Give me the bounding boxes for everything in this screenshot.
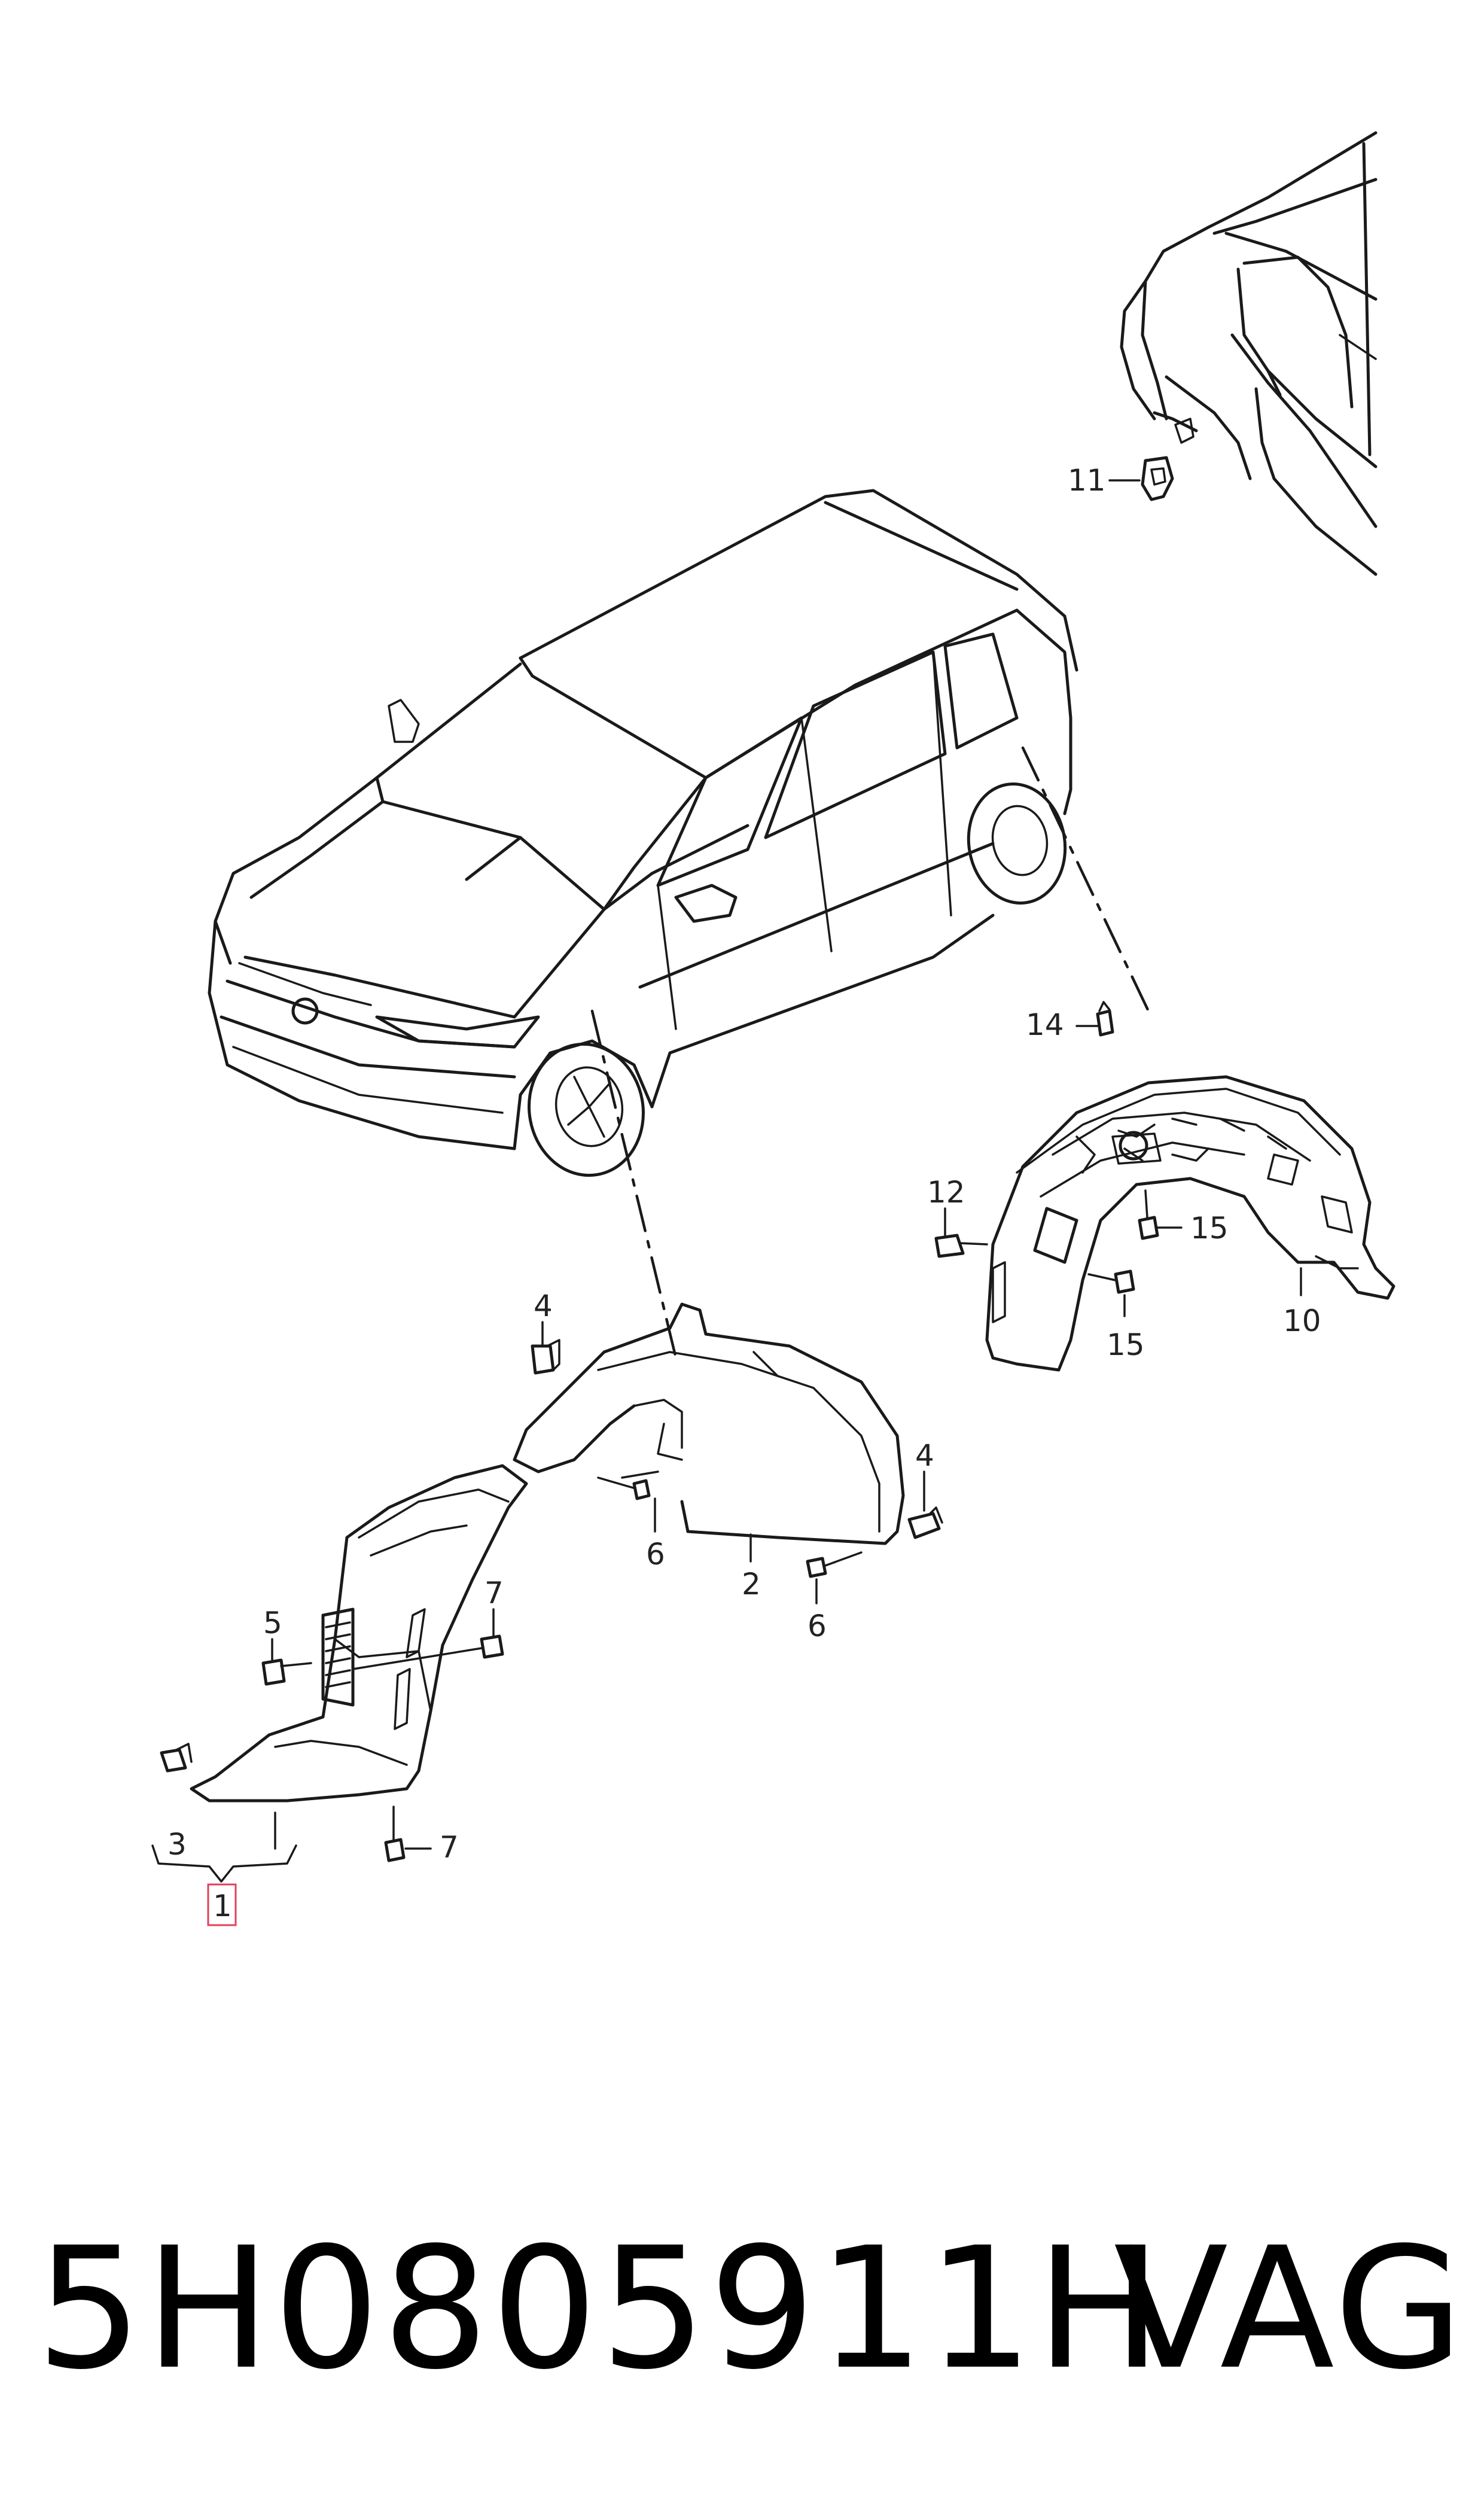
- callout-15a: 15: [1190, 1211, 1229, 1246]
- clip-part-14: [1075, 1001, 1114, 1037]
- callout-14: 14: [1026, 1007, 1064, 1042]
- clip-part-4-left: [531, 1339, 560, 1375]
- callout-7a: 7: [484, 1576, 504, 1610]
- callout-11: 11: [1068, 463, 1106, 498]
- brand-label: VAG: [1113, 2212, 1466, 2407]
- wheel-liner-part-2: [513, 1302, 905, 1545]
- wheel-liner-part-1: [190, 1464, 528, 1803]
- part-number: 5H0805911H: [36, 2212, 1165, 2407]
- callout-3: 3: [167, 1827, 187, 1862]
- callout-7b: 7: [440, 1830, 459, 1865]
- clip-part-4-right: [907, 1506, 943, 1539]
- callout-6b: 6: [807, 1609, 827, 1643]
- screw-part-15-upper: [1138, 1189, 1183, 1240]
- callout-1: 1: [213, 1889, 232, 1923]
- callout-10: 10: [1283, 1304, 1321, 1338]
- callout-4a: 4: [534, 1289, 553, 1323]
- screw-part-15-lower: [1087, 1269, 1135, 1294]
- callout-1-highlight-box: [207, 1883, 237, 1926]
- screw-part-6-left: [597, 1476, 651, 1500]
- rear-corner-inset: [1120, 131, 1378, 576]
- clip-part-11: [1108, 456, 1174, 501]
- footer: 5H0805911H VAG: [0, 2213, 1484, 2405]
- clip-part-5: [261, 1658, 312, 1686]
- callout-4b: 4: [915, 1438, 934, 1473]
- callout-6a: 6: [646, 1537, 665, 1572]
- screw-part-6-right: [806, 1551, 863, 1578]
- callout-5: 5: [263, 1606, 282, 1640]
- screw-part-7-upper: [352, 1634, 504, 1670]
- callout-2: 2: [742, 1567, 761, 1601]
- clip-part-12: [934, 1234, 988, 1258]
- leader-rear: [1021, 746, 1150, 1013]
- clip-part-3: [160, 1743, 193, 1773]
- callout-15b: 15: [1107, 1327, 1145, 1362]
- screw-part-7-lower: [384, 1805, 432, 1862]
- leader-front: [590, 1009, 678, 1360]
- callout-12: 12: [927, 1175, 965, 1210]
- wheel-liner-part-10: [985, 1075, 1395, 1372]
- car-outline: [208, 489, 1078, 1177]
- bracket-part-1: [151, 1844, 297, 1883]
